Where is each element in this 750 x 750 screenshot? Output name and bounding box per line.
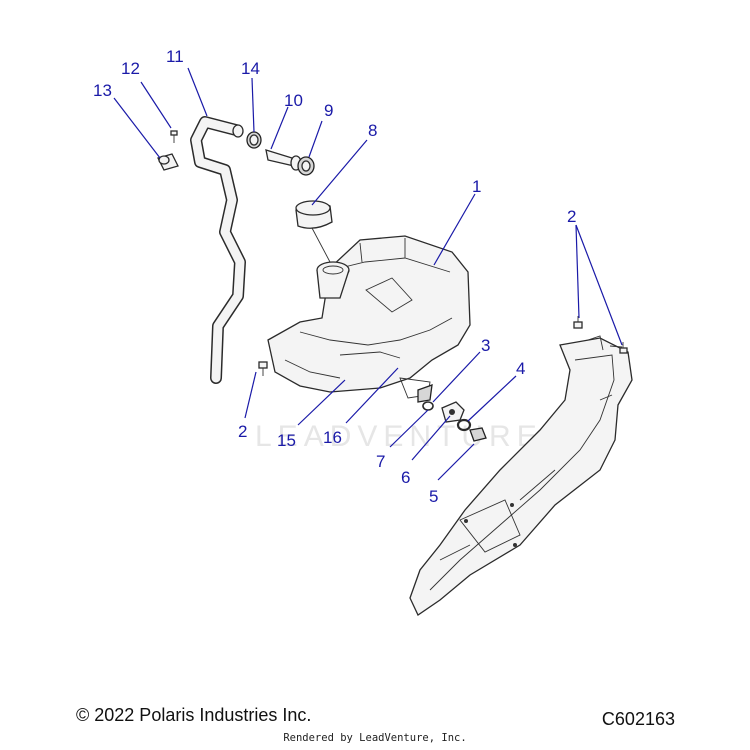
vent-fitting [265,149,302,171]
bolt-right-2 [619,342,628,354]
diagram-code: C602163 [601,709,675,729]
copyright-notice: © 2022 Polaris Industries Inc. [76,705,312,725]
callout-8: 8 [368,121,377,140]
callout-1: 1 [472,177,481,196]
callout-11: 11 [166,47,184,66]
plug-nut [469,427,487,442]
hose-clip [157,153,179,171]
callout-10: 10 [284,91,303,110]
callout-3: 3 [481,336,490,355]
callout-4: 4 [516,359,525,378]
callout-15: 15 [277,431,296,450]
skid-plate [409,335,633,616]
callouts: 1 2 2 3 4 5 6 7 8 9 10 11 12 13 14 15 16 [93,47,576,506]
o-ring [422,401,434,411]
callout-9: 9 [324,101,333,120]
callout-7: 7 [376,452,385,471]
callout-2-left: 2 [238,422,247,441]
grommet [297,156,315,176]
vent-hose [190,116,246,384]
callout-12: 12 [121,59,140,78]
rendered-by-credit: Rendered by LeadVenture, Inc. [283,732,467,744]
callout-5: 5 [429,487,438,506]
bolt-left [258,361,268,376]
washer [456,418,472,432]
callout-13: 13 [93,81,112,100]
bolt-right-1 [573,316,583,329]
sender-flange [441,401,465,423]
hose-clamp [246,131,262,149]
fuel-cap-dipstick [295,200,333,263]
callout-16: 16 [323,428,342,447]
leader-lines [113,67,623,481]
parts-diagram: LEADVENTURE [93,47,633,616]
callout-2-right: 2 [567,207,576,226]
fuel-tank [267,235,471,403]
callout-6: 6 [401,468,410,487]
watermark: LEADVENTURE [255,420,543,453]
callout-14: 14 [241,59,260,78]
bolt-small [170,130,178,143]
